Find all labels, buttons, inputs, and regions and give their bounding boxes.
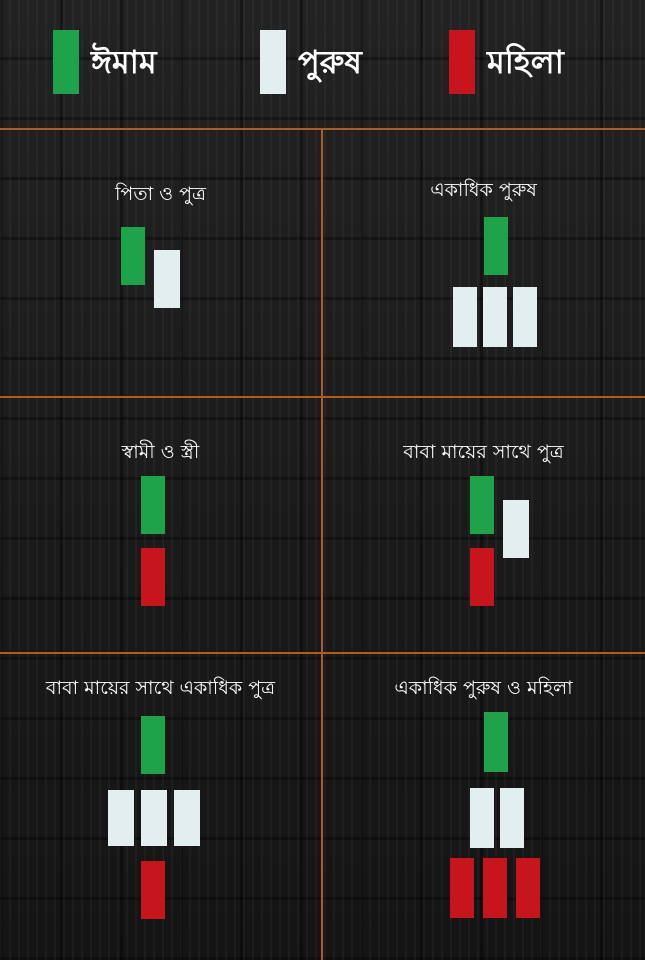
panel-parents-son: বাবা মায়ের সাথে পুত্র [323, 398, 644, 652]
female-bar [470, 548, 494, 606]
male-bar [513, 287, 537, 347]
female-bar [516, 858, 540, 918]
male-bar [503, 500, 529, 558]
male-bar [154, 250, 180, 308]
imam-bar [484, 217, 508, 275]
female-bar [450, 858, 474, 918]
male-bar [108, 790, 134, 846]
imam-bar [141, 716, 165, 774]
divider-vertical [321, 128, 323, 960]
male-bar [470, 788, 494, 848]
male-bar [453, 287, 477, 347]
legend: ঈমাম পুরুষ মহিলা [0, 0, 645, 128]
imam-bar [141, 476, 165, 534]
male-bar [500, 788, 524, 848]
imam-swatch [53, 30, 79, 94]
panel-title: স্বামী ও স্ত্রী [121, 441, 200, 463]
legend-female-label: মহিলা [487, 43, 564, 81]
panel-title: পিতা ও পুত্র [114, 183, 207, 205]
male-bar [174, 790, 200, 846]
imam-bar [484, 712, 508, 772]
panel-title: একাধিক পুরুষ ও মহিলা [394, 677, 573, 699]
panel-title: বাবা মায়ের সাথে একাধিক পুত্র [45, 677, 276, 699]
panel-husband-wife: স্বামী ও স্ত্রী [0, 398, 321, 652]
panel-father-son: পিতা ও পুত্র [0, 130, 321, 396]
imam-bar [121, 227, 145, 285]
female-swatch [449, 30, 475, 94]
female-bar [483, 858, 507, 918]
legend-male-label: পুরুষ [298, 43, 362, 81]
female-bar [141, 861, 165, 919]
male-bar [483, 287, 507, 347]
panel-multiple-men: একাধিক পুরুষ [323, 130, 644, 396]
panel-parents-multiple-sons: বাবা মায়ের সাথে একাধিক পুত্র [0, 654, 321, 960]
imam-bar [470, 476, 494, 534]
female-bar [141, 548, 165, 606]
panel-title: বাবা মায়ের সাথে পুত্র [403, 441, 564, 463]
male-swatch [260, 30, 286, 94]
legend-imam-label: ঈমাম [91, 43, 157, 81]
male-bar [141, 790, 167, 846]
panel-multiple-men-women: একাধিক পুরুষ ও মহিলা [323, 654, 644, 960]
panel-title: একাধিক পুরুষ [430, 179, 537, 201]
